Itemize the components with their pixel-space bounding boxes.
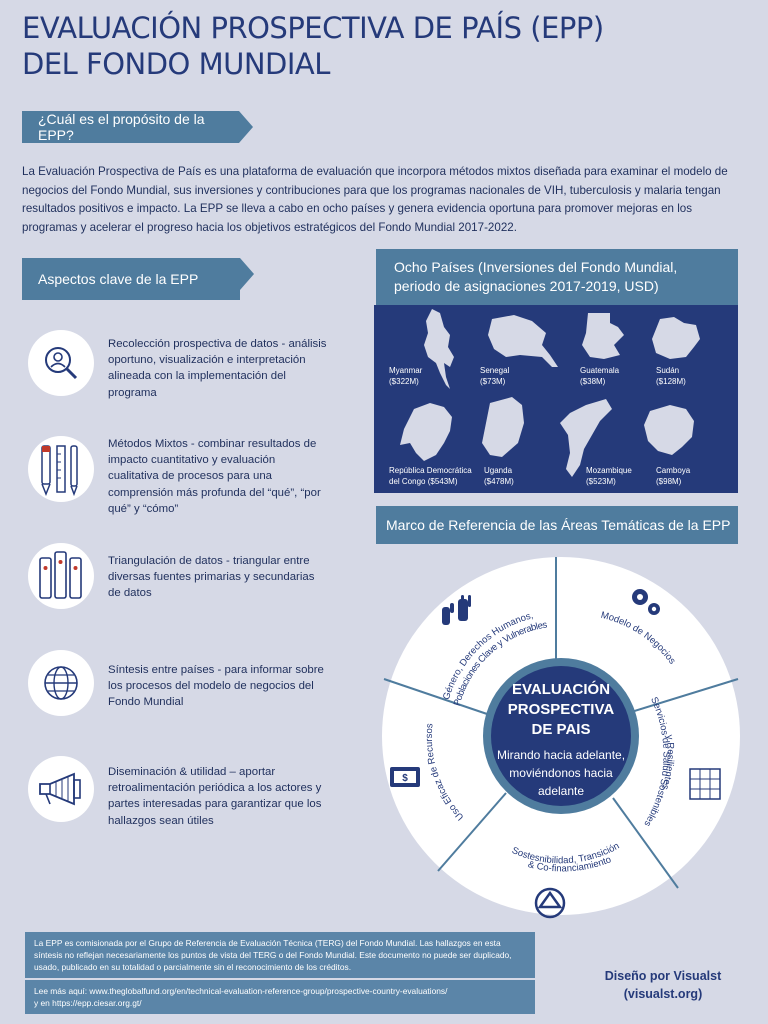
- country-label-uganda: Uganda($478M): [484, 466, 514, 486]
- raised-hands-icon: [442, 595, 471, 625]
- center-subtitle-2: moviéndonos hacia: [509, 766, 613, 780]
- magnifier-person-icon: [28, 330, 94, 396]
- sudan-shape: [652, 317, 700, 359]
- svg-text:$: $: [402, 773, 408, 784]
- credit-line-2[interactable]: (visualst.org): [623, 987, 703, 1001]
- wheel-divider-2: [627, 678, 739, 714]
- aspect-text-1: Recolección prospectiva de datos - análi…: [108, 338, 327, 399]
- footer-links: Lee más aquí: www.theglobalfund.org/en/t…: [25, 980, 535, 1014]
- wheel-divider-3: [612, 797, 679, 889]
- wheel-center: [491, 666, 631, 806]
- senegal-shape: [488, 315, 558, 367]
- tools-icon: [28, 436, 94, 502]
- aspects-heading-text: Aspectos clave de la EPP: [38, 271, 199, 287]
- country-label-mozambique: Mozambique($523M): [586, 466, 632, 486]
- megaphone-icon: [28, 756, 94, 822]
- footer-disclaimer: La EPP es comisionada por el Grupo de Re…: [25, 932, 535, 978]
- cambodia-shape: [644, 405, 694, 455]
- purpose-heading-text: ¿Cuál es el propósito de la EPP?: [38, 111, 205, 143]
- country-label-sudan: Sudán($128M): [656, 366, 686, 386]
- countries-heading-line-2: periodo de asignaciones 2017-2019, USD): [394, 278, 659, 294]
- footer-link-1[interactable]: Lee más aquí: www.theglobalfund.org/en/t…: [34, 986, 448, 996]
- drc-shape: [400, 403, 452, 461]
- center-title-3: DE PAIS: [532, 721, 591, 738]
- page-title: EVALUACIÓN PROSPECTIVA DE PAÍS (EPP) DEL…: [22, 10, 604, 82]
- countries-map-panel: Myanmar($322M) Senegal($73M) Guatemala($…: [374, 305, 738, 493]
- country-label-myanmar: Myanmar($322M): [389, 366, 423, 386]
- globe-icon: [28, 650, 94, 716]
- footer-disclaimer-text: La EPP es comisionada por el Grupo de Re…: [34, 938, 512, 972]
- aspect-text-4: Síntesis entre países - para informar so…: [108, 664, 324, 709]
- wheel-divider-5: [383, 678, 491, 716]
- center-subtitle-3: adelante: [538, 784, 584, 798]
- aspect-text-2: Métodos Mixtos - combinar resultados de …: [108, 438, 321, 515]
- myanmar-shape: [424, 309, 454, 389]
- framework-wheel: Género, Derechos Humanos, Poblaciones Cl…: [378, 553, 744, 919]
- center-title-2: PROSPECTIVA: [508, 701, 615, 718]
- guatemala-shape: [582, 313, 624, 359]
- footer-link-2[interactable]: y en https://epp.ciesar.org.gt/: [34, 998, 142, 1008]
- country-label-guatemala: Guatemala($38M): [580, 366, 620, 386]
- title-line-1: EVALUACIÓN PROSPECTIVA DE PAÍS (EPP): [22, 11, 604, 45]
- countries-heading: Ocho Países (Inversiones del Fondo Mundi…: [376, 249, 738, 305]
- uganda-shape: [482, 397, 524, 457]
- mozambique-shape: [560, 399, 612, 477]
- money-icon: $: [390, 767, 420, 787]
- recycle-icon: [534, 887, 566, 919]
- framework-heading: Marco de Referencia de las Áreas Temátic…: [376, 506, 738, 544]
- framework-heading-text: Marco de Referencia de las Áreas Temátic…: [386, 517, 731, 533]
- wheel-divider-4: [437, 792, 507, 872]
- purpose-body: La Evaluación Prospectiva de País es una…: [22, 165, 728, 234]
- cube-grid-icon: [689, 768, 721, 800]
- aspect-text-5: Diseminación & utilidad – aportar retroa…: [108, 766, 322, 827]
- center-title-1: EVALUACIÓN: [512, 680, 610, 698]
- aspects-heading: Aspectos clave de la EPP: [22, 258, 254, 300]
- country-label-senegal: Senegal($73M): [480, 366, 510, 386]
- credit-line-1: Diseño por Visualst: [604, 969, 722, 983]
- gears-icon: [632, 589, 660, 615]
- country-label-cambodia: Camboya($98M): [656, 466, 691, 486]
- title-line-2: DEL FONDO MUNDIAL: [22, 47, 330, 81]
- center-subtitle-1: Mirando hacia adelante,: [497, 748, 625, 762]
- aspect-text-3: Triangulación de datos - triangular entr…: [108, 555, 315, 600]
- countries-heading-line-1: Ocho Países (Inversiones del Fondo Mundi…: [394, 259, 678, 275]
- purpose-heading: ¿Cuál es el propósito de la EPP?: [22, 111, 253, 143]
- design-credit: Diseño por Visualst (visualst.org): [578, 967, 748, 1003]
- documents-icon: [28, 543, 94, 609]
